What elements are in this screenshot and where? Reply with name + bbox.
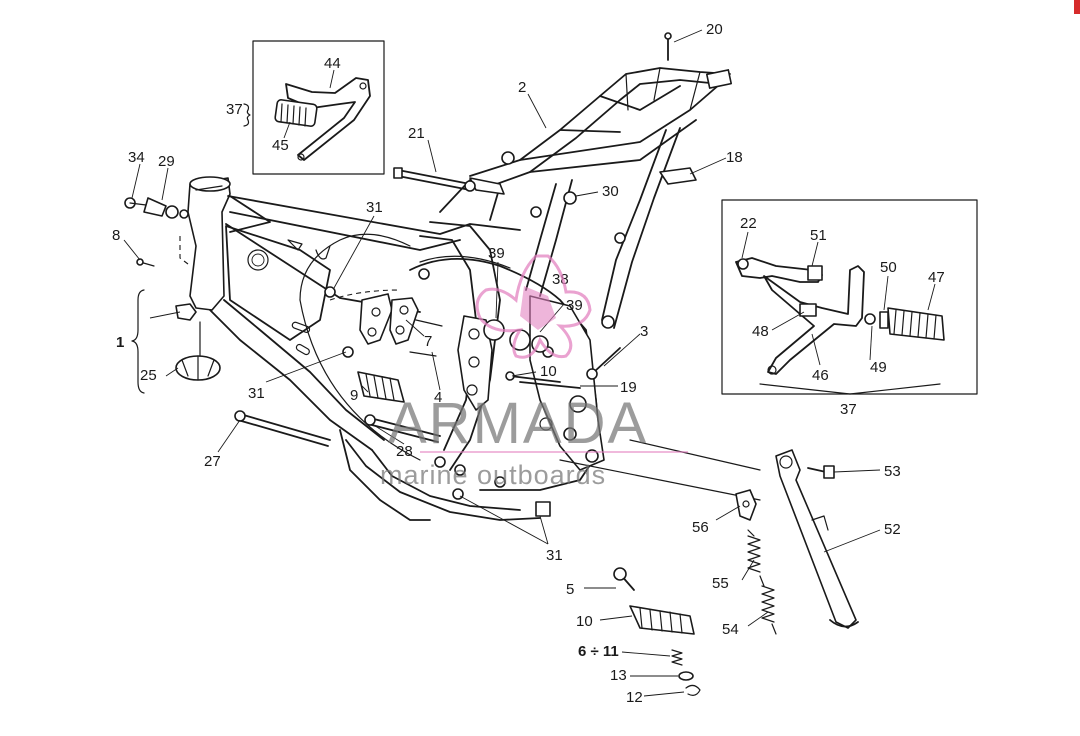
callout-10-a: 10	[540, 363, 557, 380]
armada-watermark: ARMADA marine outboards	[380, 254, 688, 490]
callout-39-b: 39	[566, 297, 583, 314]
leader-lines	[123, 29, 881, 697]
callout-6-11: 6 ÷ 11	[578, 643, 619, 660]
callout-29: 29	[158, 153, 175, 170]
callout-49: 49	[870, 359, 887, 376]
callout-19: 19	[620, 379, 637, 396]
callout-21: 21	[408, 125, 425, 142]
callout-48: 48	[752, 323, 769, 340]
callout-30: 30	[602, 183, 619, 200]
corner-mark	[1074, 0, 1080, 14]
watermark-title: ARMADA	[388, 391, 648, 456]
callout-31-c: 31	[546, 547, 563, 564]
callout-12: 12	[626, 689, 643, 706]
callout-1: 1	[116, 334, 124, 351]
callout-50: 50	[880, 259, 897, 276]
callout-7: 7	[424, 333, 432, 350]
callout-13: 13	[610, 667, 627, 684]
callout-37-top: 37	[226, 101, 243, 118]
callout-47: 47	[928, 269, 945, 286]
callout-52: 52	[884, 521, 901, 538]
callout-39-a: 39	[488, 245, 505, 262]
callout-18: 18	[726, 149, 743, 166]
callout-45: 45	[272, 137, 289, 154]
callout-37-bottom: 37	[840, 401, 857, 418]
callout-2: 2	[518, 79, 526, 96]
callout-51: 51	[810, 227, 827, 244]
callout-27: 27	[204, 453, 221, 470]
callout-5: 5	[566, 581, 574, 598]
callout-46: 46	[812, 367, 829, 384]
callout-31-b: 31	[248, 385, 265, 402]
callout-53: 53	[884, 463, 901, 480]
callout-25: 25	[140, 367, 157, 384]
callout-labels: 20 2 44 37 45 21 18 34 29 31 30 8 22 51 …	[112, 21, 945, 706]
callout-9: 9	[350, 387, 358, 404]
callout-3: 3	[640, 323, 648, 340]
callout-54: 54	[722, 621, 739, 638]
callout-55: 55	[712, 575, 729, 592]
callout-28: 28	[396, 443, 413, 460]
callout-44: 44	[324, 55, 341, 72]
armada-logo-icon	[475, 254, 592, 359]
callout-34: 34	[128, 149, 145, 166]
callout-4: 4	[434, 389, 442, 406]
inset-passenger-footpeg	[243, 40, 385, 175]
side-stand-assembly	[735, 449, 859, 635]
callout-8: 8	[112, 227, 120, 244]
callout-22: 22	[740, 215, 757, 232]
callout-10-b: 10	[576, 613, 593, 630]
callout-56: 56	[692, 519, 709, 536]
watermark-subtitle: marine outboards	[380, 460, 606, 490]
footrest-assembly	[613, 567, 701, 696]
main-frame	[124, 32, 761, 521]
inset-rider-footpeg	[721, 199, 978, 395]
callout-20: 20	[706, 21, 723, 38]
callout-31-a: 31	[366, 199, 383, 216]
